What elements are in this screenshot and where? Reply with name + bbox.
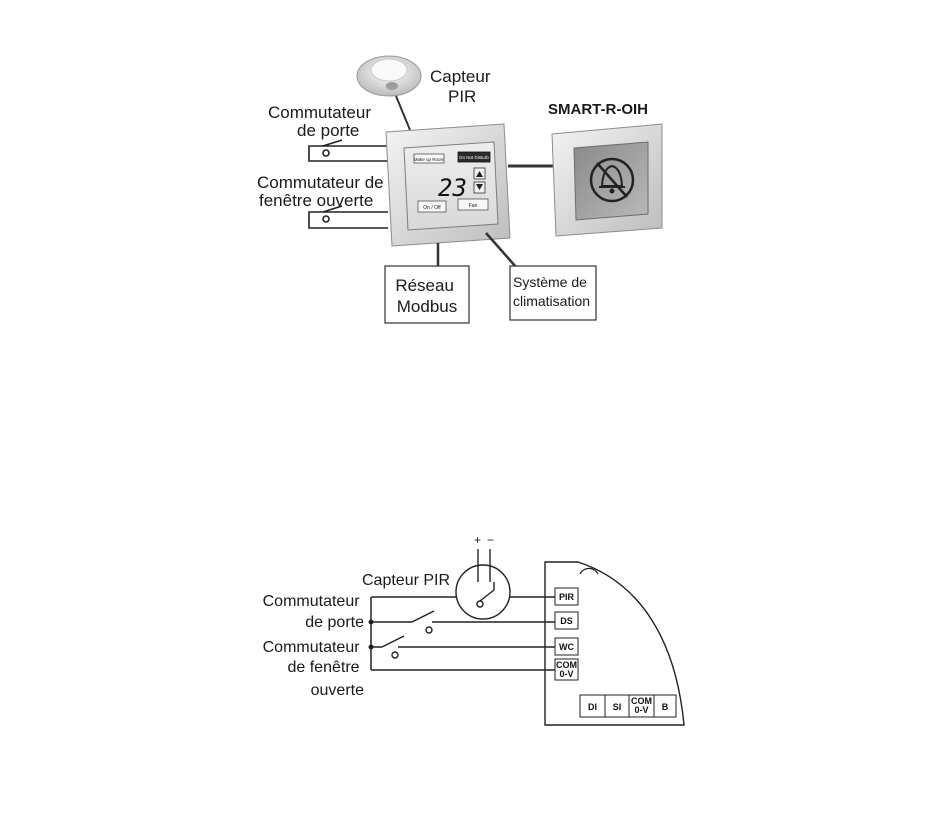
terminal-block-bottom: DI SI COM 0-V B bbox=[580, 695, 676, 717]
terminal-0v-label: 0-V bbox=[559, 669, 573, 679]
terminal-di-label: DI bbox=[588, 702, 597, 712]
terminal-ds-label: DS bbox=[560, 616, 573, 626]
pir-sensor-device bbox=[357, 56, 421, 96]
pir-sensor-label: Capteur PIR bbox=[430, 67, 495, 106]
terminal-b-label: B bbox=[662, 702, 669, 712]
on-off-text: On / Off bbox=[423, 205, 441, 211]
product-name: SMART-R-OIH bbox=[548, 101, 648, 118]
fan-text: Fan bbox=[469, 203, 478, 209]
minus-terminal-label: − bbox=[487, 533, 494, 547]
temperature-display: 23 bbox=[438, 174, 467, 202]
make-up-room-text: Make up Room bbox=[414, 157, 445, 162]
window-switch-label: Commutateur de fenêtre ouverte bbox=[257, 173, 388, 210]
do-not-disturb-text: Do Not Disturb bbox=[459, 155, 489, 160]
smart-r-oih-device bbox=[552, 124, 662, 236]
door-switch-label-bottom: Commutateur de porte bbox=[263, 593, 364, 631]
terminal-wc-label: WC bbox=[559, 642, 574, 652]
pir-sensor-symbol bbox=[456, 549, 510, 619]
window-switch-label-bottom: Commutateur de fenêtre ouverte bbox=[263, 639, 364, 699]
terminal-0v-bottom-label: 0-V bbox=[634, 705, 648, 715]
bottom-figure: PIR DS WC COM 0-V DI SI COM 0-V B Capteu… bbox=[263, 533, 684, 725]
terminal-pir-label: PIR bbox=[559, 592, 575, 602]
switch-contacts bbox=[392, 627, 432, 658]
pir-sensor-label-bottom: Capteur PIR bbox=[362, 572, 450, 589]
terminal-si-label: SI bbox=[613, 702, 622, 712]
thermostat-device: Make up Room Do Not Disturb 23 On / Off … bbox=[386, 124, 510, 246]
plus-terminal-label: + bbox=[474, 533, 481, 547]
door-switch-symbol bbox=[309, 140, 388, 161]
door-switch-label: Commutateur de porte bbox=[268, 103, 376, 140]
wiring-lines bbox=[371, 597, 555, 670]
top-figure: Capteur PIR Commutateur de porte Commuta… bbox=[257, 56, 662, 323]
pir-connection-line bbox=[396, 96, 410, 130]
